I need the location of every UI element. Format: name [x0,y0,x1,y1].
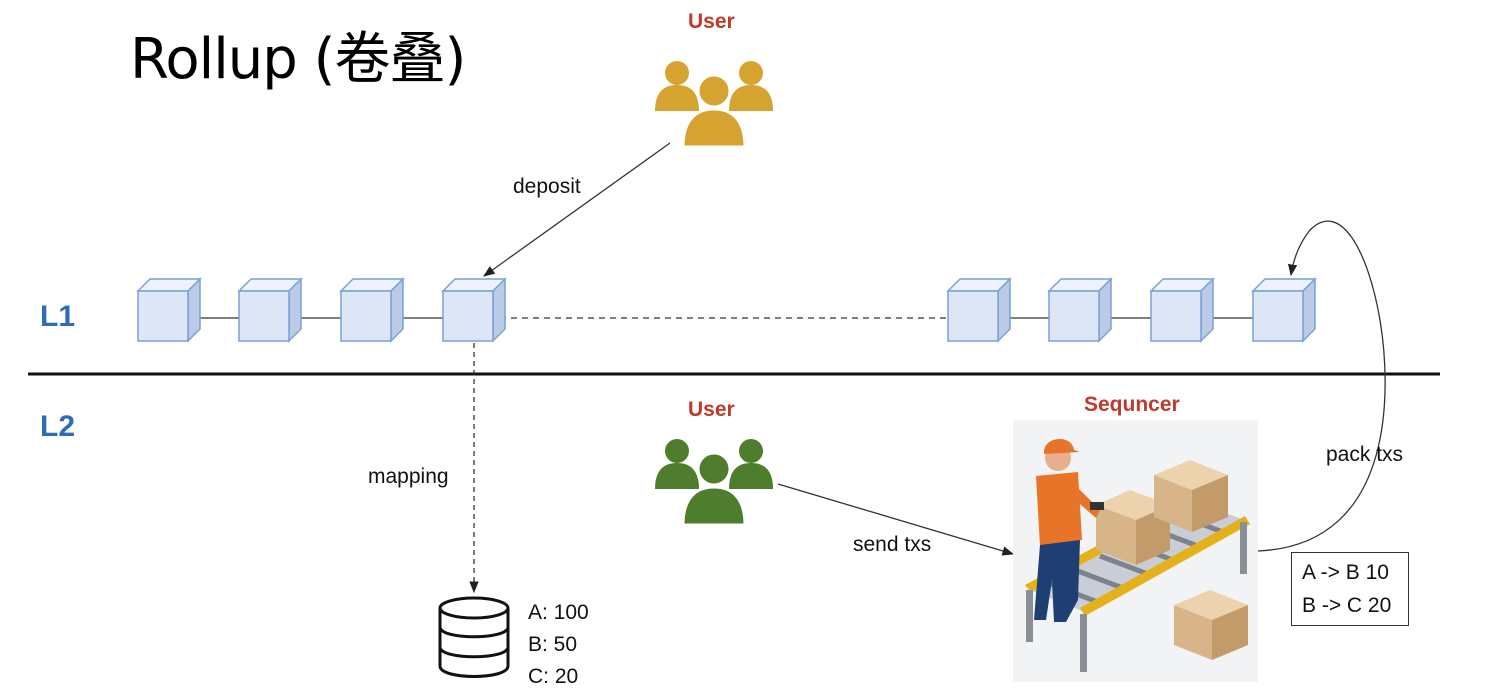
sequencer-illustration [1013,420,1258,682]
sequencer-label: Sequncer [1084,393,1180,416]
transactions-box: A -> B 10 B -> C 20 [1291,552,1409,626]
l2-label: L2 [40,410,76,443]
deposit-label: deposit [513,175,581,198]
l1-block-1 [137,278,201,342]
user-group-icon-top [655,59,775,149]
deposit-arrow [483,142,671,277]
user-group-icon-bottom [655,437,775,527]
l1-block-4 [442,278,506,342]
l1-block-7 [1150,278,1214,342]
tx-entry: B -> C 20 [1302,594,1392,617]
user-label-top: User [688,10,735,33]
page-title: Rollup (卷叠) [130,27,466,92]
send-txs-label: send txs [853,533,932,556]
l1-block-2 [238,278,302,342]
database-icon [438,596,510,678]
tx-entry: A -> B 10 [1302,561,1389,584]
mapping-label: mapping [368,465,449,488]
pack-txs-label: pack txs [1326,443,1404,466]
user-label-bottom: User [688,398,735,421]
db-entry: C: 20 [528,665,579,688]
db-entry: B: 50 [528,633,578,656]
pack-txs-arrow [1257,220,1386,552]
l1-label: L1 [40,300,76,333]
db-entry: A: 100 [528,601,589,624]
database-entries: A: 100 B: 50 C: 20 [528,597,589,693]
l1-block-5 [947,278,1011,342]
l1-block-3 [340,278,404,342]
l1-block-6 [1048,278,1112,342]
send-txs-arrow [777,483,1015,556]
l1-block-8 [1252,278,1316,342]
